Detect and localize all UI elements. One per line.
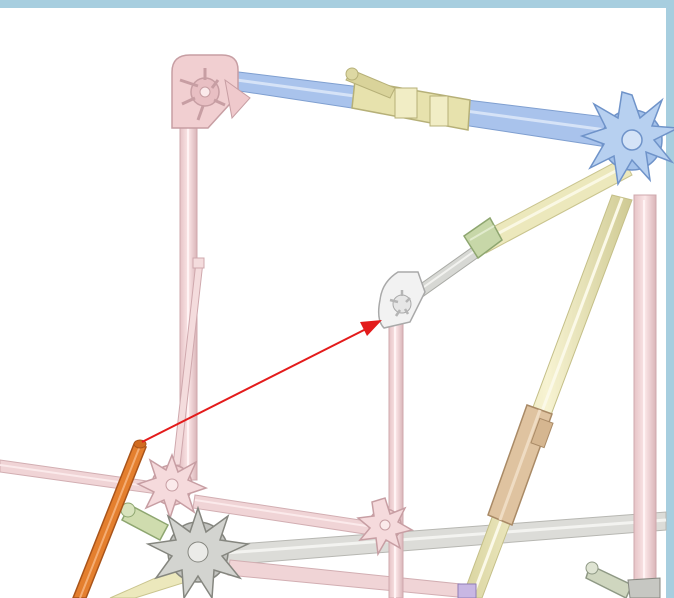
pink-rod-right-vertical bbox=[633, 194, 657, 598]
pink-rod-thin-diagonal bbox=[172, 257, 205, 466]
tan-clip bbox=[487, 404, 554, 526]
yellow-clip-top bbox=[345, 67, 471, 131]
pink-rod-left-horizontal bbox=[0, 459, 176, 497]
viewer-frame-right bbox=[666, 0, 674, 598]
purple-connector-bottom bbox=[457, 583, 477, 598]
viewer-frame-top bbox=[0, 0, 674, 8]
instruction-arrow bbox=[141, 320, 382, 443]
pink-connector-middle bbox=[356, 497, 414, 557]
green-connector-bottom-left bbox=[120, 502, 170, 542]
gray-connector-bottom-right bbox=[585, 561, 661, 598]
blue-star-connector bbox=[579, 91, 674, 187]
orange-rod-new-part[interactable] bbox=[72, 439, 148, 598]
pink-star-connector-left bbox=[136, 452, 209, 521]
pink-rod-middle-vertical bbox=[388, 321, 404, 598]
pink-corner-connector-top-left bbox=[171, 54, 251, 129]
pink-rod-bottom-horizontal bbox=[227, 559, 471, 598]
white-elbow-connector bbox=[377, 271, 426, 329]
gray-star-connector bbox=[145, 505, 251, 598]
green-connector bbox=[462, 216, 503, 260]
